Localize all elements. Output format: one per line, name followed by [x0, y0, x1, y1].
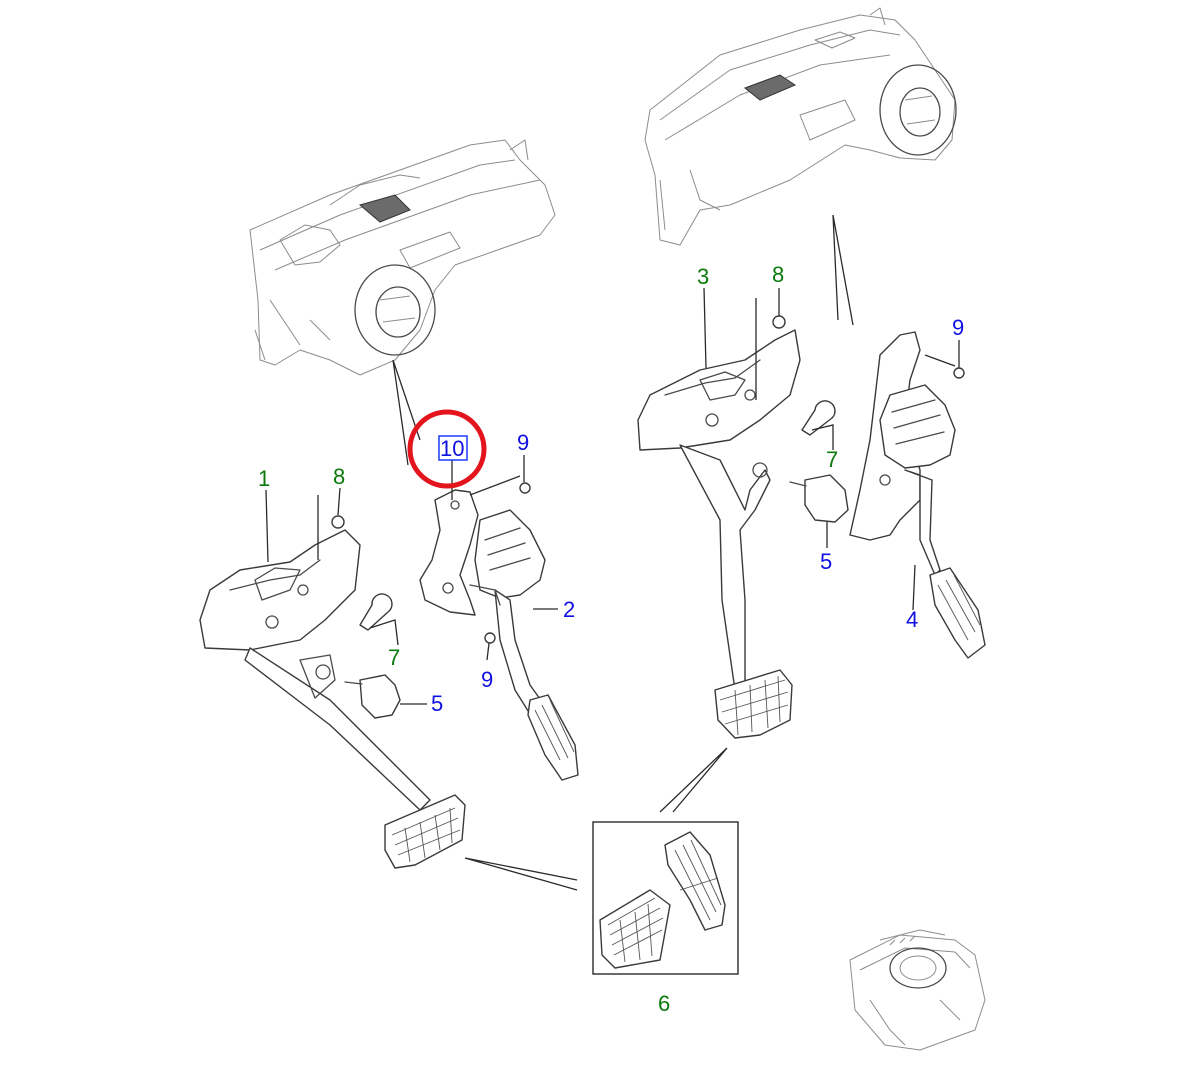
callout-4[interactable]: 4 — [906, 607, 918, 632]
callout-5-right[interactable]: 5 — [820, 549, 832, 574]
highlight-ring — [407, 409, 487, 489]
callout-9-left-bottom[interactable]: 9 — [481, 667, 493, 692]
callout-9-right[interactable]: 9 — [952, 315, 964, 340]
dashboard-left-drawing — [249, 139, 556, 376]
dashboard-right-drawing — [644, 7, 957, 246]
callout-1[interactable]: 1 — [258, 466, 270, 491]
callout-3[interactable]: 3 — [697, 264, 709, 289]
accelerator-pedal-right — [849, 331, 986, 659]
accelerator-pedal-left — [419, 489, 579, 781]
callout-5-left[interactable]: 5 — [431, 691, 443, 716]
leader-lines — [265, 287, 960, 705]
pedal-pad-inset — [464, 747, 739, 975]
brake-pedal-right — [637, 329, 849, 739]
brake-pedal-left — [199, 529, 466, 869]
callout-8-left[interactable]: 8 — [333, 464, 345, 489]
callout-6[interactable]: 6 — [658, 991, 670, 1016]
callout-10-box — [438, 435, 468, 461]
callout-8-right[interactable]: 8 — [772, 262, 784, 287]
callout-2[interactable]: 2 — [563, 597, 575, 622]
callout-labels: 1 8 7 5 9 9 2 3 8 7 5 9 4 6 10 — [258, 262, 964, 1016]
callout-7-left[interactable]: 7 — [388, 645, 400, 670]
callout-9-left-top[interactable]: 9 — [517, 430, 529, 455]
control-module — [849, 929, 986, 1051]
fasteners — [331, 315, 965, 644]
callout-10[interactable]: 10 — [440, 436, 464, 461]
callout-7-right[interactable]: 7 — [826, 447, 838, 472]
